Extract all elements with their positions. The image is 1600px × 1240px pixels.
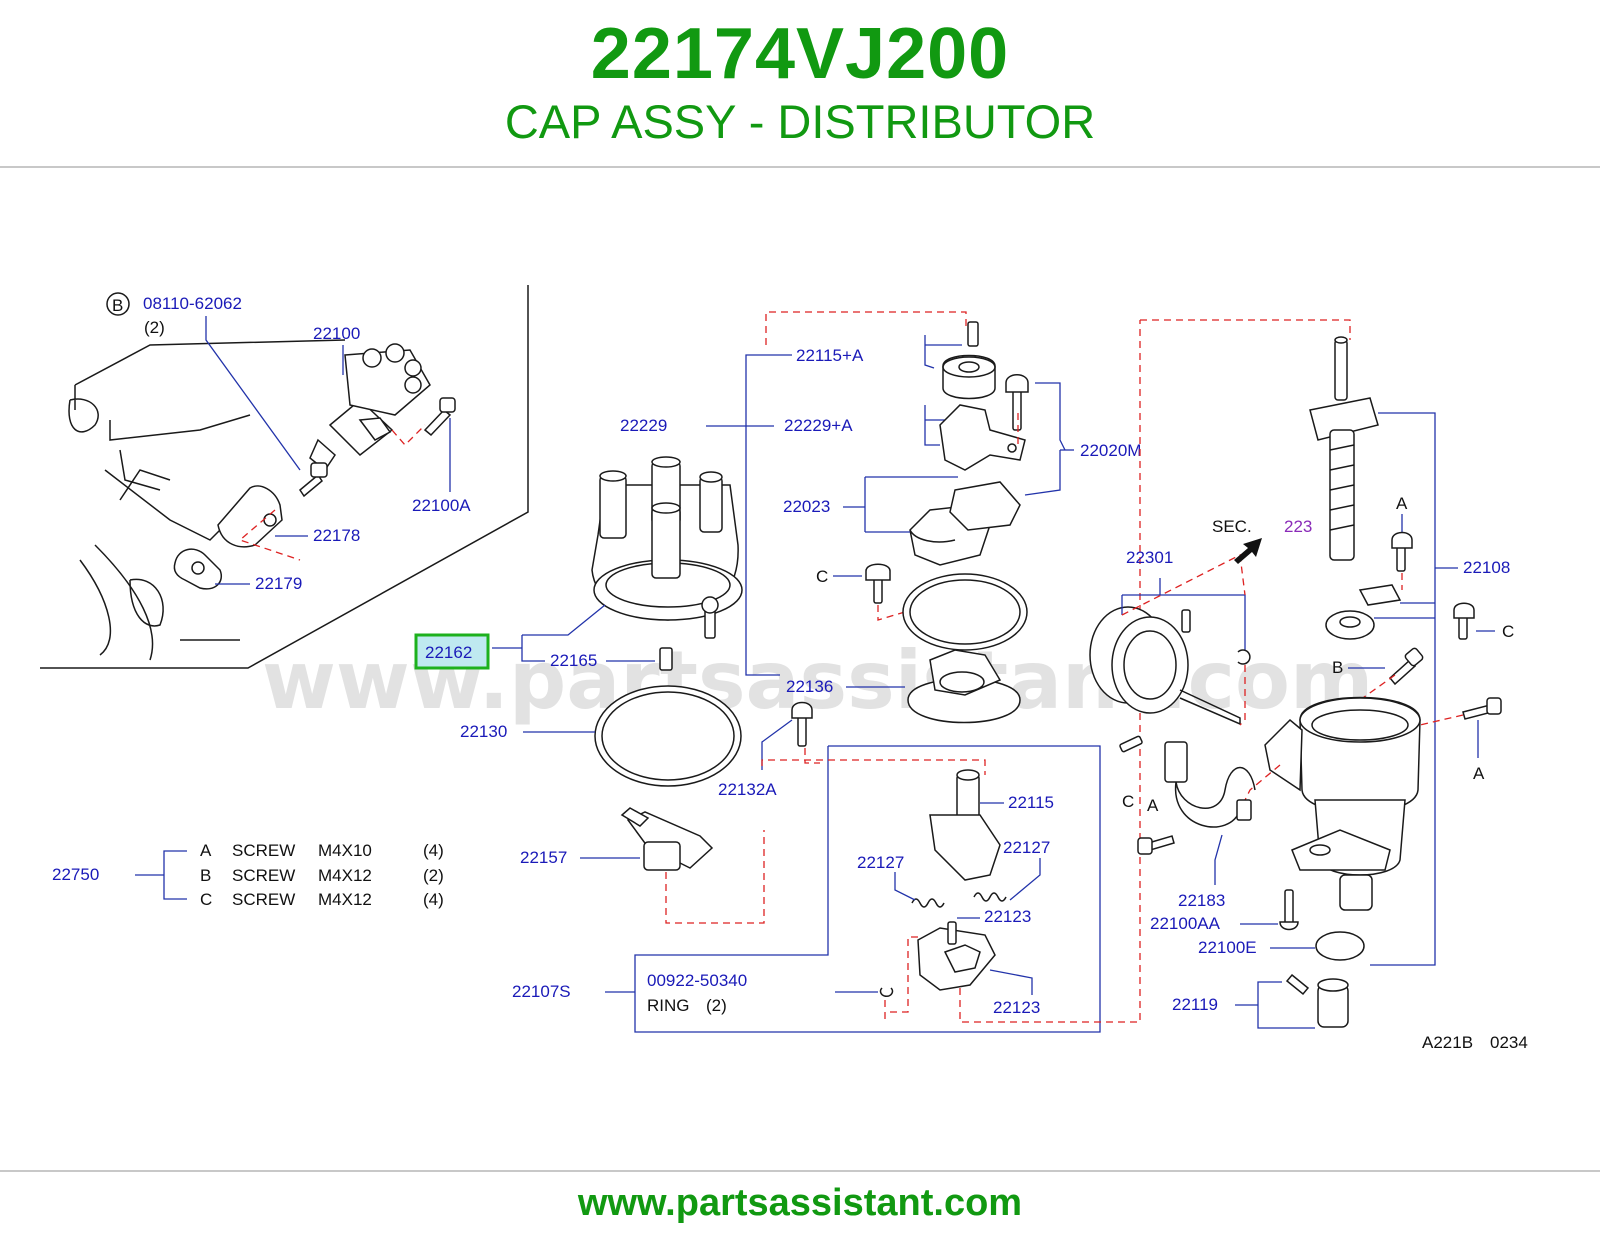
highlight-22162[interactable]	[414, 633, 490, 670]
ref-code: A221B	[1422, 1033, 1473, 1052]
label-22123-a: 22123	[984, 907, 1031, 926]
label-22136: 22136	[786, 677, 833, 696]
shaft-22108-icon	[1309, 336, 1379, 561]
screw-b-qty: (2)	[423, 866, 444, 885]
distributor-cap-icon	[591, 456, 743, 639]
screw-c-qty: (4)	[423, 890, 444, 909]
footer-divider	[0, 1170, 1600, 1172]
label-22115: 22115	[1008, 793, 1054, 812]
part-number-title: 22174VJ200	[590, 14, 1010, 94]
label-08110-qty: (2)	[144, 318, 165, 337]
letter-b-right: B	[1332, 658, 1343, 677]
ref-number: 0234	[1490, 1033, 1528, 1052]
label-22127-b: 22127	[1003, 838, 1050, 857]
header-divider	[0, 166, 1600, 168]
label-ring-qty: (2)	[706, 996, 727, 1015]
part-name-subtitle: CAP ASSY - DISTRIBUTOR	[504, 95, 1096, 148]
label-00922-50340: 00922-50340	[647, 971, 747, 990]
gasket-22178-icon	[217, 485, 283, 548]
label-22119: 22119	[1172, 995, 1218, 1014]
label-22115A: 22115+A	[796, 346, 864, 365]
label-22107S: 22107S	[512, 982, 571, 1001]
engine-inset	[40, 285, 529, 669]
label-22183: 22183	[1178, 891, 1225, 910]
callout-b-circle	[106, 292, 130, 316]
screw-b-size: M4X12	[318, 866, 372, 885]
label-22130: 22130	[460, 722, 507, 741]
letter-a-lower: A	[1147, 796, 1159, 815]
rotor-22157-icon	[620, 807, 714, 871]
label-ring-text: RING	[647, 996, 690, 1015]
pin-22165-icon	[659, 647, 673, 671]
label-22157: 22157	[520, 848, 567, 867]
label-22100E: 22100E	[1198, 938, 1257, 957]
screw-c-name: SCREW	[232, 890, 295, 909]
label-22123-b: 22123	[993, 998, 1040, 1017]
screw-c-letter: C	[200, 890, 212, 909]
screw-b-name: SCREW	[232, 866, 295, 885]
label-22229: 22229	[620, 416, 667, 435]
vacuum-advance-22301-icon	[1089, 606, 1241, 726]
screw-a-size: M4X10	[318, 841, 372, 860]
letter-c-lower: C	[1122, 792, 1134, 811]
gasket-22179-icon	[173, 548, 222, 590]
label-22165: 22165	[550, 651, 597, 670]
screw-b-letter: B	[200, 866, 211, 885]
page-header: 22174VJ200 CAP ASSY - DISTRIBUTOR	[0, 0, 1600, 168]
label-22100: 22100	[313, 324, 360, 343]
seal-22130-icon	[594, 685, 742, 787]
label-22229A: 22229+A	[784, 416, 853, 435]
letter-c-left: C	[816, 567, 828, 586]
label-22750: 22750	[52, 865, 99, 884]
label-22023: 22023	[783, 497, 830, 516]
label-08110-62062: 08110-62062	[143, 294, 242, 313]
screw-a-qty: (4)	[423, 841, 444, 860]
screw-c-size: M4X12	[318, 890, 372, 909]
label-22127-a: 22127	[857, 853, 904, 872]
harness-22183-icon	[1164, 741, 1256, 828]
screw-table: A SCREW M4X10 (4) B SCREW M4X12 (2) C SC…	[200, 841, 444, 909]
label-22100A: 22100A	[412, 496, 471, 515]
label-22108: 22108	[1463, 558, 1510, 577]
label-22132A: 22132A	[718, 780, 777, 799]
label-22100AA: 22100AA	[1150, 914, 1221, 933]
letter-c-right: C	[1502, 622, 1514, 641]
parts-diagram: www.partsassistant.com	[40, 285, 1528, 1052]
letter-a-right: A	[1473, 764, 1485, 783]
label-22178: 22178	[313, 526, 360, 545]
label-22179: 22179	[255, 574, 302, 593]
label-sec-223: 223	[1284, 517, 1312, 536]
callout-b-letter: B	[112, 296, 123, 315]
distributor-housing-icon	[1264, 696, 1421, 911]
arrow-right-icon	[1234, 538, 1262, 564]
screw-a-name: SCREW	[232, 841, 295, 860]
letter-a-top: A	[1396, 494, 1408, 513]
label-22020M: 22020M	[1080, 441, 1141, 460]
label-22301: 22301	[1126, 548, 1173, 567]
label-sec: SEC.	[1212, 517, 1252, 536]
label-22162[interactable]: 22162	[425, 643, 472, 662]
footer-website-link[interactable]: www.partsassistant.com	[577, 1182, 1023, 1224]
distributor-assembly-22100	[309, 343, 431, 472]
screw-a-letter: A	[200, 841, 212, 860]
